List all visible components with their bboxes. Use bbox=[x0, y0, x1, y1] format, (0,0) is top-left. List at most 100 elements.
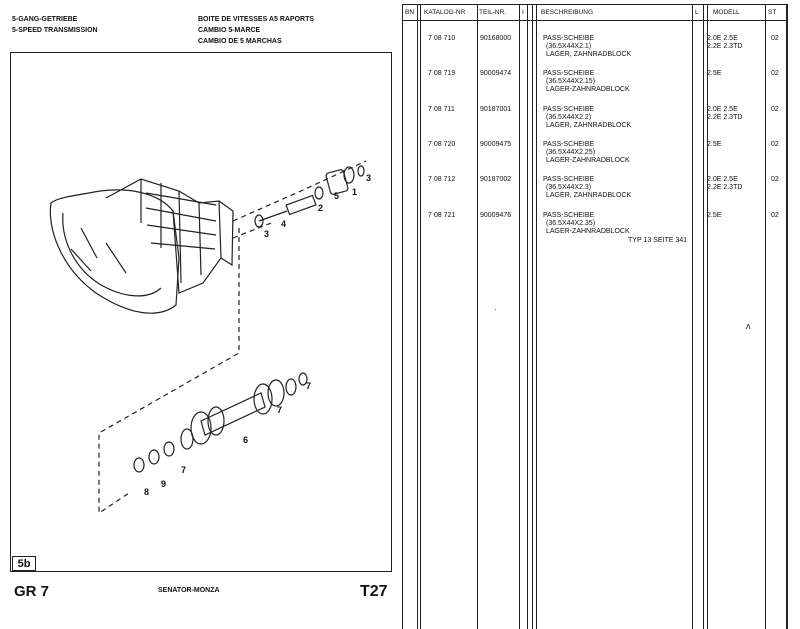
cell-desc: LAGER-ZAHNRADBLOCK bbox=[546, 86, 630, 93]
cell-modell: 2.2E 2.3TD bbox=[707, 43, 743, 50]
cell-st: 02 bbox=[771, 176, 779, 183]
cell-modell: 2.5E bbox=[707, 141, 722, 148]
countershaft-part-6 bbox=[200, 392, 266, 436]
cell-desc: PASS-SCHEIBE bbox=[543, 106, 595, 113]
callout-8: 8 bbox=[144, 487, 149, 497]
cell-desc: LAGER, ZAHNRADBLOCK bbox=[546, 122, 632, 129]
bell-housing bbox=[49, 189, 180, 314]
cell-st: 02 bbox=[771, 70, 779, 77]
cell-modell: 2.0E 2.5E bbox=[707, 176, 738, 183]
shaft-part-2 bbox=[285, 194, 317, 216]
washer-part-3-right bbox=[357, 165, 365, 177]
callout-1: 1 bbox=[352, 187, 357, 197]
col-divider bbox=[765, 4, 766, 629]
cell-desc: PASS-SCHEIBE bbox=[543, 176, 595, 183]
cell-teil: 90187002 bbox=[480, 176, 512, 183]
page-code: T27 bbox=[360, 583, 388, 600]
cell-desc: LAGER, ZAHNRADBLOCK bbox=[546, 51, 632, 58]
cell-desc: PASS-SCHEIBE bbox=[543, 35, 595, 42]
callout-7b: 7 bbox=[277, 405, 282, 415]
table-header-rule bbox=[402, 20, 788, 21]
col-divider bbox=[417, 4, 418, 629]
cell-katalog: 7 08 721 bbox=[428, 212, 456, 219]
cell-katalog: 7 08 712 bbox=[428, 176, 456, 183]
stray-mark: ʌ bbox=[746, 321, 751, 331]
callout-3b: 3 bbox=[366, 173, 371, 183]
callout-3a: 3 bbox=[264, 229, 269, 239]
header-st: ST bbox=[768, 9, 777, 16]
washer-part-2b bbox=[314, 186, 324, 200]
callout-4: 4 bbox=[281, 219, 286, 229]
cell-desc: LAGER-ZAHNRADBLOCK bbox=[546, 228, 630, 235]
cell-desc: (36.5X44X2.3) bbox=[546, 184, 592, 191]
cell-katalog: 7 08 710 bbox=[428, 35, 456, 42]
cell-st: 02 bbox=[771, 35, 779, 42]
header-l: L bbox=[695, 9, 699, 16]
cell-modell: 2.2E 2.3TD bbox=[707, 184, 743, 191]
cell-desc: PASS-SCHEIBE bbox=[543, 212, 595, 219]
col-divider bbox=[703, 4, 704, 629]
illustration-frame: 3 4 2 5 1 3 6 7 7 7 8 9 bbox=[10, 52, 392, 572]
title-de: 5-GANG-GETRIEBE bbox=[12, 16, 78, 23]
stray-dot: · bbox=[494, 305, 497, 314]
washer-part-9a bbox=[163, 441, 175, 457]
callout-9: 9 bbox=[161, 479, 166, 489]
header-katalog: KATALOG-NR bbox=[424, 9, 466, 16]
cell-st: 02 bbox=[771, 106, 779, 113]
cell-teil: 90168000 bbox=[480, 35, 512, 42]
cell-teil: 90009476 bbox=[480, 212, 512, 219]
cell-katalog: 7 08 720 bbox=[428, 141, 456, 148]
col-divider bbox=[519, 4, 520, 629]
cell-modell: 2.0E 2.5E bbox=[707, 106, 738, 113]
cell-desc: (36.5X44X2.2) bbox=[546, 114, 592, 121]
col-divider bbox=[692, 4, 693, 629]
callout-6: 6 bbox=[243, 435, 248, 445]
model-label: SENATOR-MONZA bbox=[158, 587, 220, 594]
header-teil: TEIL-NR. bbox=[479, 9, 507, 16]
cell-modell: 2.5E bbox=[707, 70, 722, 77]
page-reference: TYP 13 SEITE 341 bbox=[628, 237, 688, 244]
cell-desc: PASS-SCHEIBE bbox=[543, 141, 595, 148]
table-top-rule bbox=[402, 4, 788, 5]
cell-desc: (36.5X44X2.1) bbox=[546, 43, 592, 50]
callout-2: 2 bbox=[318, 203, 323, 213]
cell-st: 02 bbox=[771, 141, 779, 148]
title-it: CAMBIO 5-MARCE bbox=[198, 27, 261, 34]
header-modell: MODELL bbox=[713, 9, 740, 16]
col-divider bbox=[786, 4, 788, 629]
bearing-part-7-left bbox=[180, 428, 194, 450]
cell-teil: 90009475 bbox=[480, 141, 512, 148]
washer-part-8 bbox=[133, 457, 145, 473]
cell-modell: 2.5E bbox=[707, 212, 722, 219]
title-fr: BOITE DE VITESSES A5 RAPORTS bbox=[198, 16, 315, 23]
col-divider bbox=[477, 4, 478, 629]
title-en: 5-SPEED TRANSMISSION bbox=[12, 27, 98, 34]
cell-katalog: 7 08 719 bbox=[428, 70, 456, 77]
header-beschreibung: BESCHREIBUNG bbox=[541, 9, 594, 16]
cell-teil: 90187001 bbox=[480, 106, 512, 113]
cell-katalog: 7 08 711 bbox=[428, 106, 455, 113]
col-divider bbox=[527, 4, 528, 629]
cell-modell: 2.0E 2.5E bbox=[707, 35, 738, 42]
cell-modell: 2.2E 2.3TD bbox=[707, 114, 743, 121]
cell-desc: LAGER, ZAHNRADBLOCK bbox=[546, 192, 632, 199]
cell-desc: LAGER-ZAHNRADBLOCK bbox=[546, 157, 630, 164]
cell-st: 02 bbox=[771, 212, 779, 219]
header-i: I bbox=[522, 9, 524, 16]
exploded-view-drawing: 3 4 2 5 1 3 6 7 7 7 8 9 bbox=[49, 160, 371, 515]
gear-part-5 bbox=[325, 169, 349, 195]
cell-desc: (36.5X44X2.15) bbox=[546, 78, 596, 85]
washer-part-3-upper bbox=[254, 214, 264, 228]
col-divider bbox=[420, 4, 421, 629]
col-divider bbox=[536, 4, 537, 629]
cell-desc: (36.5X44X2.35) bbox=[546, 220, 596, 227]
callout-7c: 7 bbox=[306, 381, 311, 391]
bearing-part-1 bbox=[343, 166, 355, 184]
callout-7a: 7 bbox=[181, 465, 186, 475]
col-divider bbox=[402, 4, 403, 629]
pin-part-4 bbox=[258, 210, 288, 222]
col-divider bbox=[707, 4, 708, 629]
header-bn: BN bbox=[405, 9, 415, 16]
bearing-part-7-right bbox=[285, 378, 297, 396]
washer-part-9b bbox=[148, 449, 160, 465]
